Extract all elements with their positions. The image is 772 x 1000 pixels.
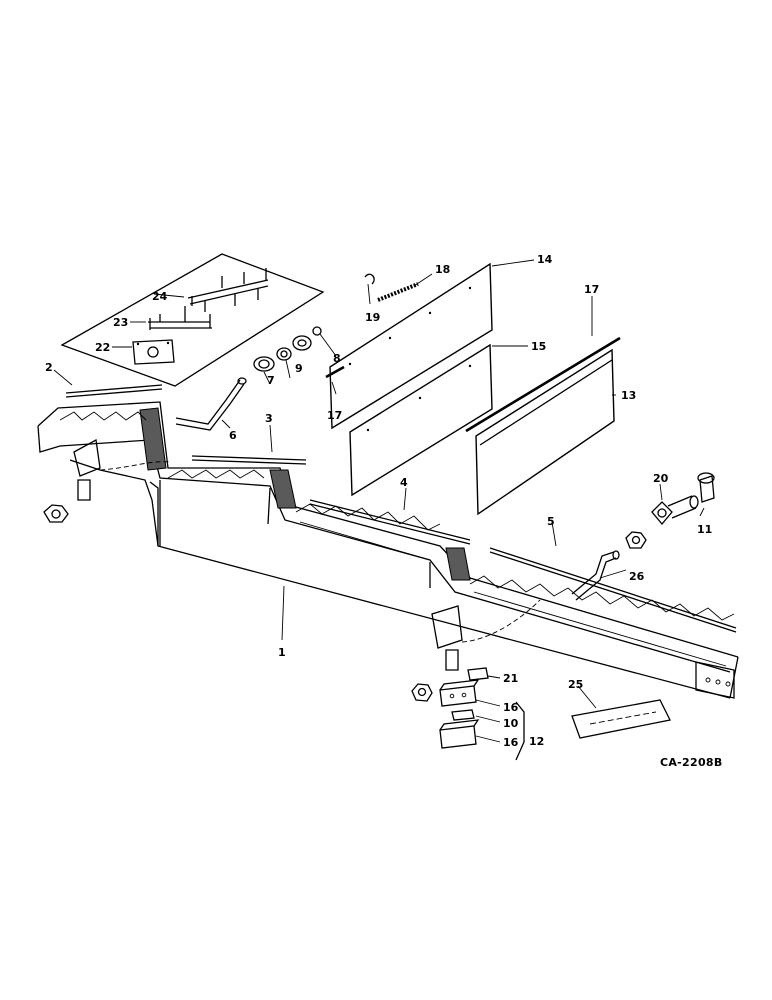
callout-26: 26 (629, 570, 645, 583)
panel-part-13 (475, 348, 615, 516)
rod-part-2 (65, 384, 163, 398)
fitting-part-8 (292, 335, 312, 351)
block-part-16-lower (439, 719, 480, 749)
nut-left (43, 504, 69, 523)
callout-13: 13 (621, 389, 636, 402)
callout-11: 11 (697, 523, 712, 536)
nut-bottom (411, 683, 433, 702)
sleeve-part-11 (697, 472, 715, 503)
callout-1: 1 (278, 646, 286, 659)
rod-part-17-left (325, 365, 345, 379)
hook-part-19 (364, 273, 375, 285)
callout-17-right: 17 (584, 283, 599, 296)
callout-22: 22 (95, 341, 110, 354)
chain-part-18 (377, 282, 419, 302)
callout-labels: 1 2 3 4 5 6 7 8 9 10 11 12 13 14 15 16 1… (45, 253, 723, 769)
bushing-part-20 (651, 495, 699, 526)
bracket-part-12 (515, 701, 525, 761)
bracket-part-23 (148, 306, 212, 330)
tube-part-26 (571, 550, 620, 601)
rod-part-17-right (465, 336, 621, 433)
fitting-part-9 (276, 347, 292, 361)
drawing-code: CA-2208B (660, 756, 723, 769)
callout-24: 24 (152, 290, 168, 303)
callout-16-lower: 16 (503, 736, 519, 749)
callout-25: 25 (568, 678, 583, 691)
panel-part-15 (349, 343, 493, 497)
callout-19: 19 (365, 311, 380, 324)
tray-part-25 (571, 699, 671, 739)
rod-part-5 (489, 547, 737, 633)
callout-23: 23 (113, 316, 128, 329)
callout-10: 10 (503, 717, 519, 730)
nut-right-26 (625, 531, 647, 549)
callout-3: 3 (265, 412, 273, 425)
callout-5: 5 (547, 515, 555, 528)
washer-part-8 (312, 326, 322, 336)
callout-8: 8 (333, 352, 341, 365)
callout-2: 2 (45, 361, 53, 374)
bracket-part-24 (187, 268, 269, 312)
rod-part-3 (191, 455, 307, 465)
callout-15: 15 (531, 340, 546, 353)
panel-part-14 (329, 262, 493, 430)
shim-part-21 (467, 667, 489, 681)
callout-7: 7 (267, 374, 275, 387)
plate-part-22 (132, 339, 175, 365)
callout-18: 18 (435, 263, 450, 276)
plate-part-10 (451, 709, 475, 721)
callout-12: 12 (529, 735, 544, 748)
callout-14: 14 (537, 253, 553, 266)
inset-box (60, 253, 325, 387)
tube-part-6 (175, 377, 247, 431)
block-part-16-upper (439, 679, 480, 707)
callout-16-upper: 16 (503, 701, 519, 714)
rod-part-4 (309, 499, 471, 545)
callout-9: 9 (295, 362, 303, 375)
callout-17-left: 17 (327, 409, 342, 422)
callout-6: 6 (229, 429, 237, 442)
leader-lines (53, 259, 705, 743)
callout-20: 20 (653, 472, 669, 485)
callout-21: 21 (503, 672, 518, 685)
callout-4: 4 (400, 476, 408, 489)
fitting-part-7 (253, 356, 275, 372)
